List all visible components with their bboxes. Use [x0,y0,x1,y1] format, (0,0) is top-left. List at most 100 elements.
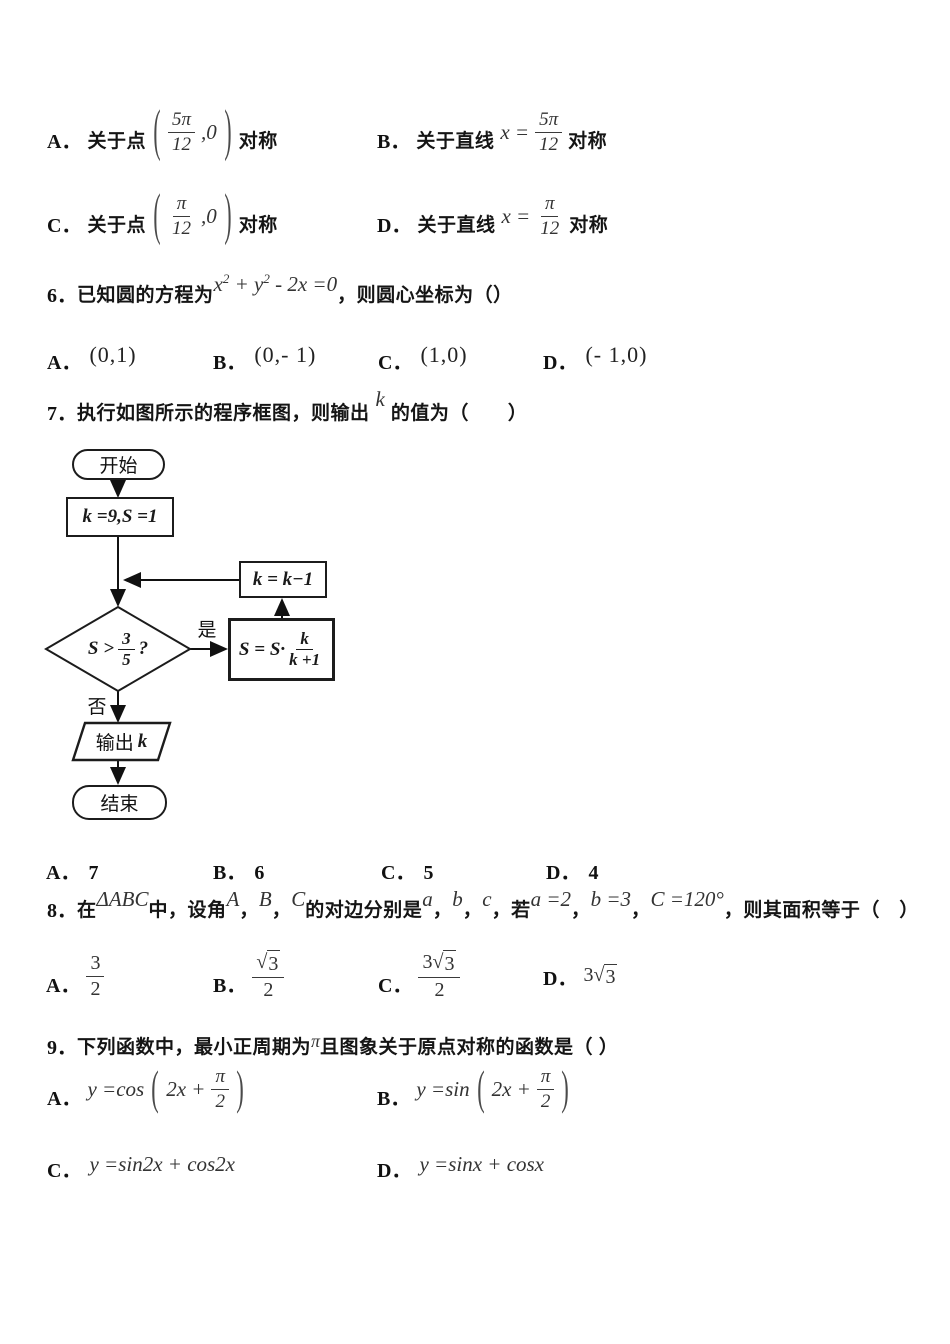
option-label: A． [47,130,82,153]
q7-option-d: D． 4 [546,856,598,885]
option-value: 3√3 [583,963,618,988]
option-label: D． [543,352,578,374]
question-text: ，则圆心坐标为（） [337,284,513,306]
option-label: C． [47,214,82,237]
coordinate-zero: ,0 [200,203,217,228]
option-text: 对称 [568,130,608,152]
decision-diamond [44,605,192,693]
q6-option-c: C． (1,0) [378,342,468,375]
flowchart-connectors-svg [44,480,290,785]
q6-option-d: D． (- 1,0) [543,342,647,375]
pi-symbol: π [311,1030,321,1051]
q9-option-c: C． y =sin2x + cos2x [47,1152,235,1183]
option-label: B． [377,1087,411,1110]
option-value: 7 [88,862,99,884]
function-lhs: y =cos [87,1076,145,1101]
option-text: 关于点 [87,130,146,152]
q7-stem: 7． 执行如图所示的程序框图，则输出 k 的值为（ ） [0,387,950,430]
q9-stem: 9． 下列函数中，最小正周期为 π 且图象关于原点对称的函数是（ ） [0,1028,950,1062]
math-expr: x = [501,203,531,228]
option-label: C． [378,974,413,997]
option-label: D． [546,862,581,884]
triangle-abc: ΔABC [96,886,149,911]
q7-option-c: C． 5 [381,856,433,885]
q6-option-b: B． (0,- 1) [213,342,316,375]
question-number: 7． [47,402,77,425]
q7-option-b: B． 6 [213,856,264,885]
question-text: 执行如图所示的程序框图，则输出 [77,402,370,424]
decrement-node: k = k−1 [239,561,327,598]
option-label: B． [213,974,247,997]
question-number: 9． [47,1036,77,1059]
right-paren: ) [236,1061,244,1115]
option-label: A． [46,862,81,884]
option-label: D． [377,214,412,237]
option-value: 5 [423,862,434,884]
option-label: A． [46,974,81,997]
question-text: 且图象关于原点对称的函数是（ ） [320,1036,619,1058]
option-text: 对称 [238,130,278,152]
left-paren: ( [153,183,161,247]
option-label: B． [213,352,247,374]
option-value: 4 [588,862,599,884]
function-lhs: y =sin [416,1076,470,1101]
q7-option-a: A． 7 [46,856,98,885]
q6-option-a: A． (0,1) [47,342,137,375]
option-label: C． [381,862,416,884]
question-text: 已知圆的方程为 [77,284,214,306]
sqrt: √3 [432,949,457,975]
question-text: 下列函数中，最小正周期为 [77,1036,312,1058]
option-label: C． [47,1160,82,1182]
option-value: (- 1,0) [585,342,648,367]
right-paren: ) [561,1061,570,1115]
sqrt: √3 [593,963,618,988]
variable-k: k [375,386,385,411]
option-text: 对称 [569,214,609,236]
option-value: (0,- 1) [254,342,317,367]
circle-equation: x2 + y2 - 2x =0 [213,271,338,296]
option-value: 6 [254,862,265,884]
option-label: D． [543,967,578,990]
sqrt: √3 [256,949,281,975]
function-inner: 2x + [491,1076,531,1101]
option-value: (0,1) [89,342,137,367]
question-text: 的值为（ ） [390,402,528,424]
option-text: 对称 [238,214,278,236]
option-label: B． [377,130,411,153]
init-node: k =9,S =1 [66,497,174,537]
q9-option-d: D． y =sinx + cosx [377,1152,544,1183]
option-label: C． [378,352,413,374]
option-text: 关于点 [87,214,146,236]
option-label: A． [47,1087,82,1110]
question-number: 8． [47,899,77,922]
right-paren: ) [224,99,232,163]
left-paren: ( [476,1061,485,1115]
q6-options-row: A． (0,1) B． (0,- 1) C． (1,0) D． (- 1,0) [0,332,950,374]
option-text: 关于直线 [417,214,496,236]
option-value: (1,0) [420,342,468,367]
no-label: 否 [87,696,107,718]
q7-options-row: A． 7 B． 6 C． 5 D． 4 [0,850,950,885]
yes-label: 是 [197,619,217,641]
